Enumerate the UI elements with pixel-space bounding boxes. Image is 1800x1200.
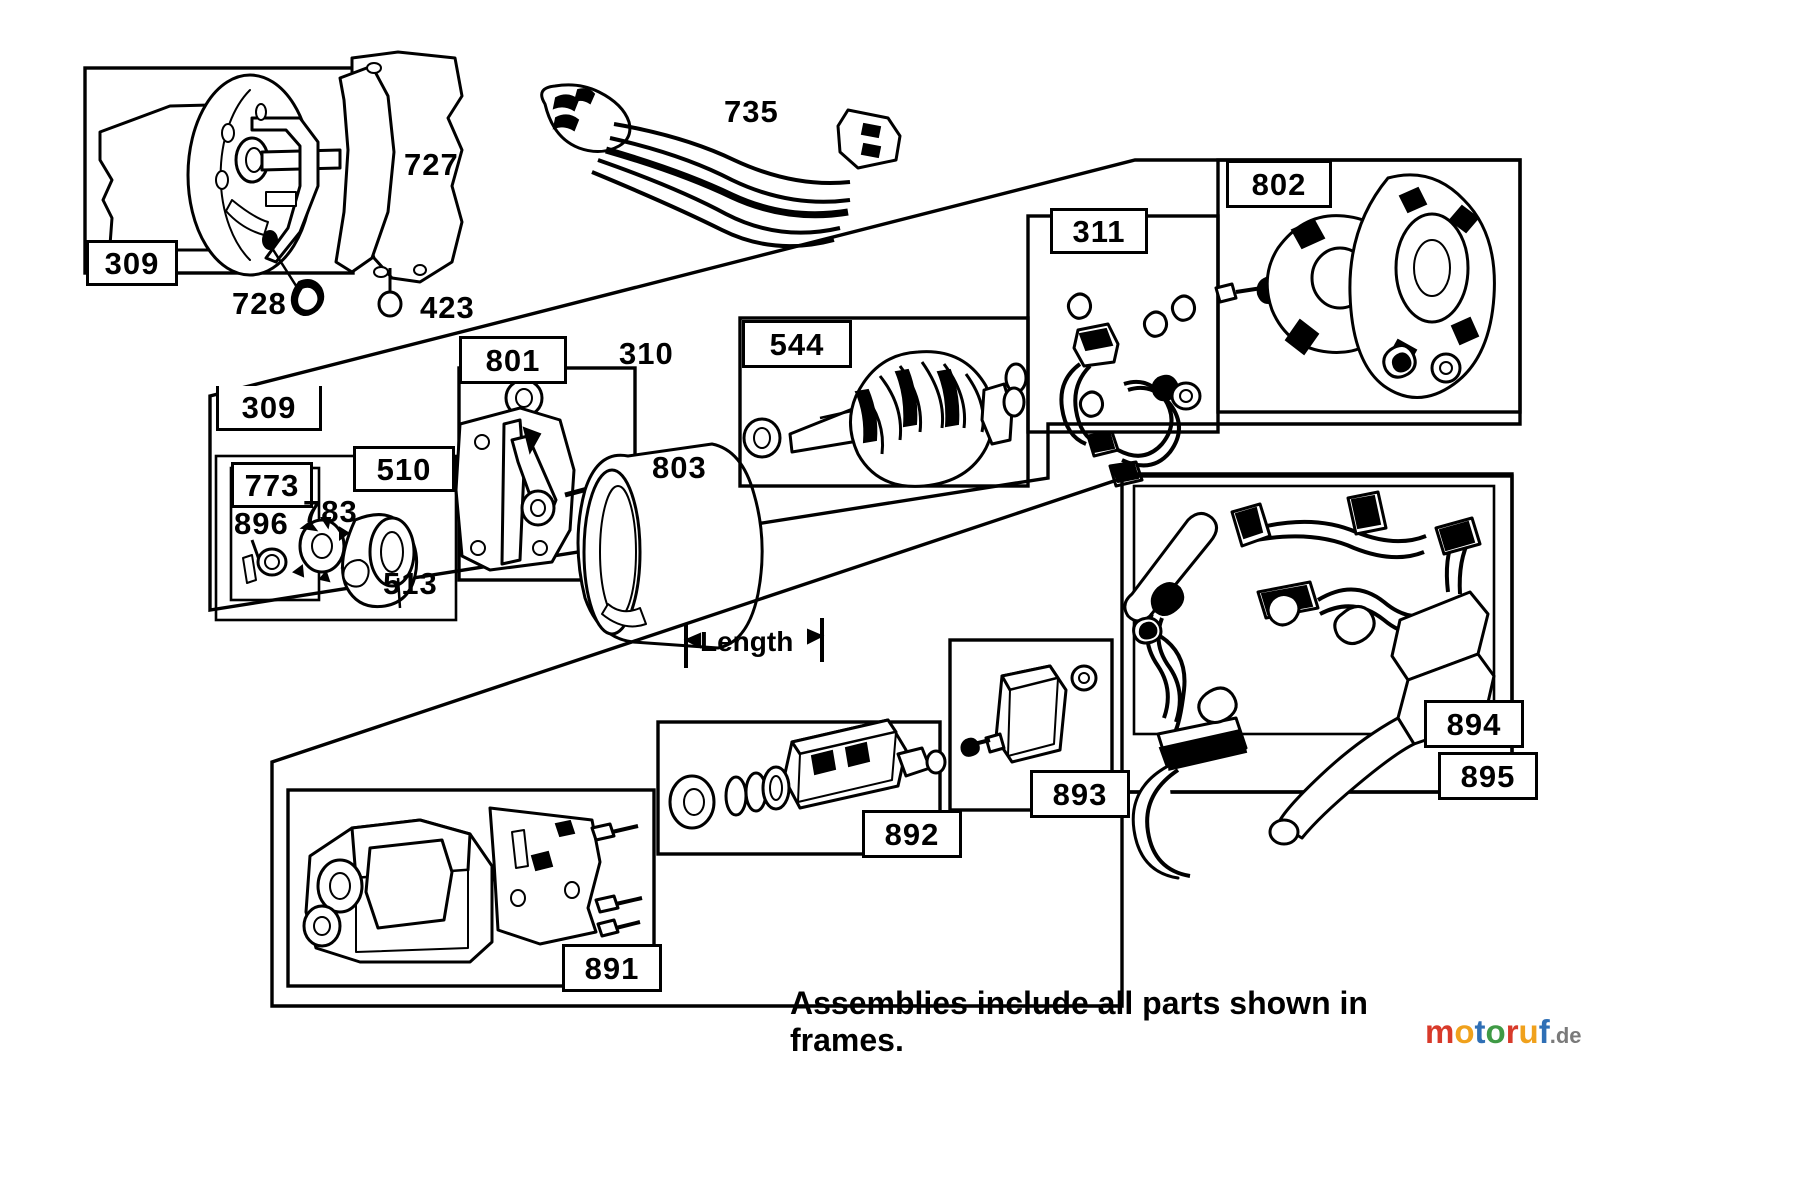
callout-310[interactable]: 310 (619, 336, 674, 371)
callout-311[interactable]: 311 (1050, 208, 1148, 254)
watermark-char-o2: o (1485, 1013, 1506, 1050)
watermark-tld: .de (1549, 1023, 1582, 1048)
footer-note: Assemblies include all parts shown in fr… (790, 985, 1368, 1058)
callout-891[interactable]: 891 (562, 944, 662, 992)
callout-895[interactable]: 895 (1438, 752, 1538, 800)
callout-510[interactable]: 510 (353, 446, 455, 492)
callout-544[interactable]: 544 (742, 320, 852, 368)
callout-727[interactable]: 727 (404, 147, 459, 182)
watermark-char-t: t (1474, 1013, 1486, 1050)
length-dimension-label: Length (700, 626, 794, 657)
callout-773[interactable]: 773 (231, 462, 313, 508)
watermark-motoruf: motoruf.de (1425, 1013, 1582, 1051)
callout-513[interactable]: 513 (383, 566, 438, 601)
callout-893[interactable]: 893 (1030, 770, 1130, 818)
callout-894[interactable]: 894 (1424, 700, 1524, 748)
callout-803[interactable]: 803 (652, 450, 707, 485)
callout-896[interactable]: 896 (234, 506, 289, 541)
watermark-char-u: u (1518, 1013, 1539, 1050)
watermark-char-f: f (1538, 1013, 1550, 1050)
callout-735[interactable]: 735 (724, 94, 779, 129)
callout-309-main[interactable]: 309 (216, 386, 322, 431)
callout-728[interactable]: 728 (232, 286, 287, 321)
callout-892[interactable]: 892 (862, 810, 962, 858)
callout-309-top[interactable]: 309 (86, 240, 178, 286)
callout-783[interactable]: 783 (303, 494, 358, 529)
callout-801[interactable]: 801 (459, 336, 567, 384)
watermark-char-m: m (1425, 1013, 1455, 1050)
watermark-char-r: r (1505, 1013, 1519, 1050)
callout-423[interactable]: 423 (420, 290, 475, 325)
watermark-char-o1: o (1454, 1013, 1475, 1050)
callout-802[interactable]: 802 (1226, 160, 1332, 208)
